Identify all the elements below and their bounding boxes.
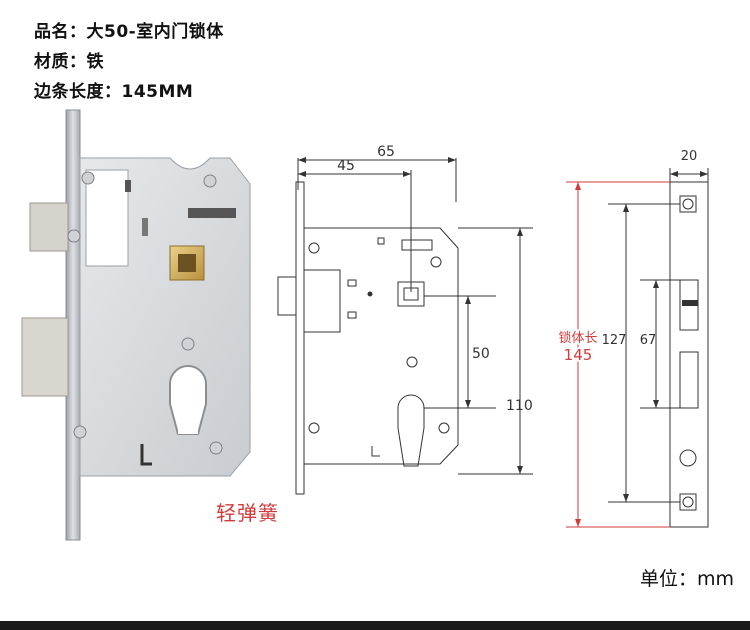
spec-value: 145MM xyxy=(121,82,194,102)
body-length-label: 锁体长 xyxy=(558,330,597,346)
spec-key: 材质： xyxy=(34,52,87,72)
unit-label: 单位：mm xyxy=(640,568,735,590)
lock-body-photo xyxy=(21,109,251,541)
body-length-value: 145 xyxy=(564,346,593,364)
dim-65: 65 xyxy=(377,144,395,160)
spec-material: 材质：铁 xyxy=(34,47,104,72)
dim-110: 110 xyxy=(506,398,533,414)
dim-127: 127 xyxy=(602,333,627,348)
spec-product-name: 品名：大50-室内门锁体 xyxy=(34,17,224,42)
bottom-bar xyxy=(0,621,750,630)
dim-45: 45 xyxy=(337,158,355,174)
spec-key: 边条长度： xyxy=(34,82,122,102)
light-spring-note: 轻弹簧 xyxy=(216,501,279,525)
spec-value: 大50-室内门锁体 xyxy=(86,22,224,42)
dim-50: 50 xyxy=(472,346,490,362)
spec-key: 品名： xyxy=(34,22,87,42)
spec-value: 铁 xyxy=(86,52,104,72)
dim-67: 67 xyxy=(640,333,657,348)
front-view-drawing: 65 45 50 110 xyxy=(277,144,533,495)
side-view-drawing: 20 127 67 锁体长 145 xyxy=(557,149,709,528)
spec-faceplate-length: 边条长度：145MM xyxy=(34,77,193,102)
dim-20: 20 xyxy=(681,149,698,164)
